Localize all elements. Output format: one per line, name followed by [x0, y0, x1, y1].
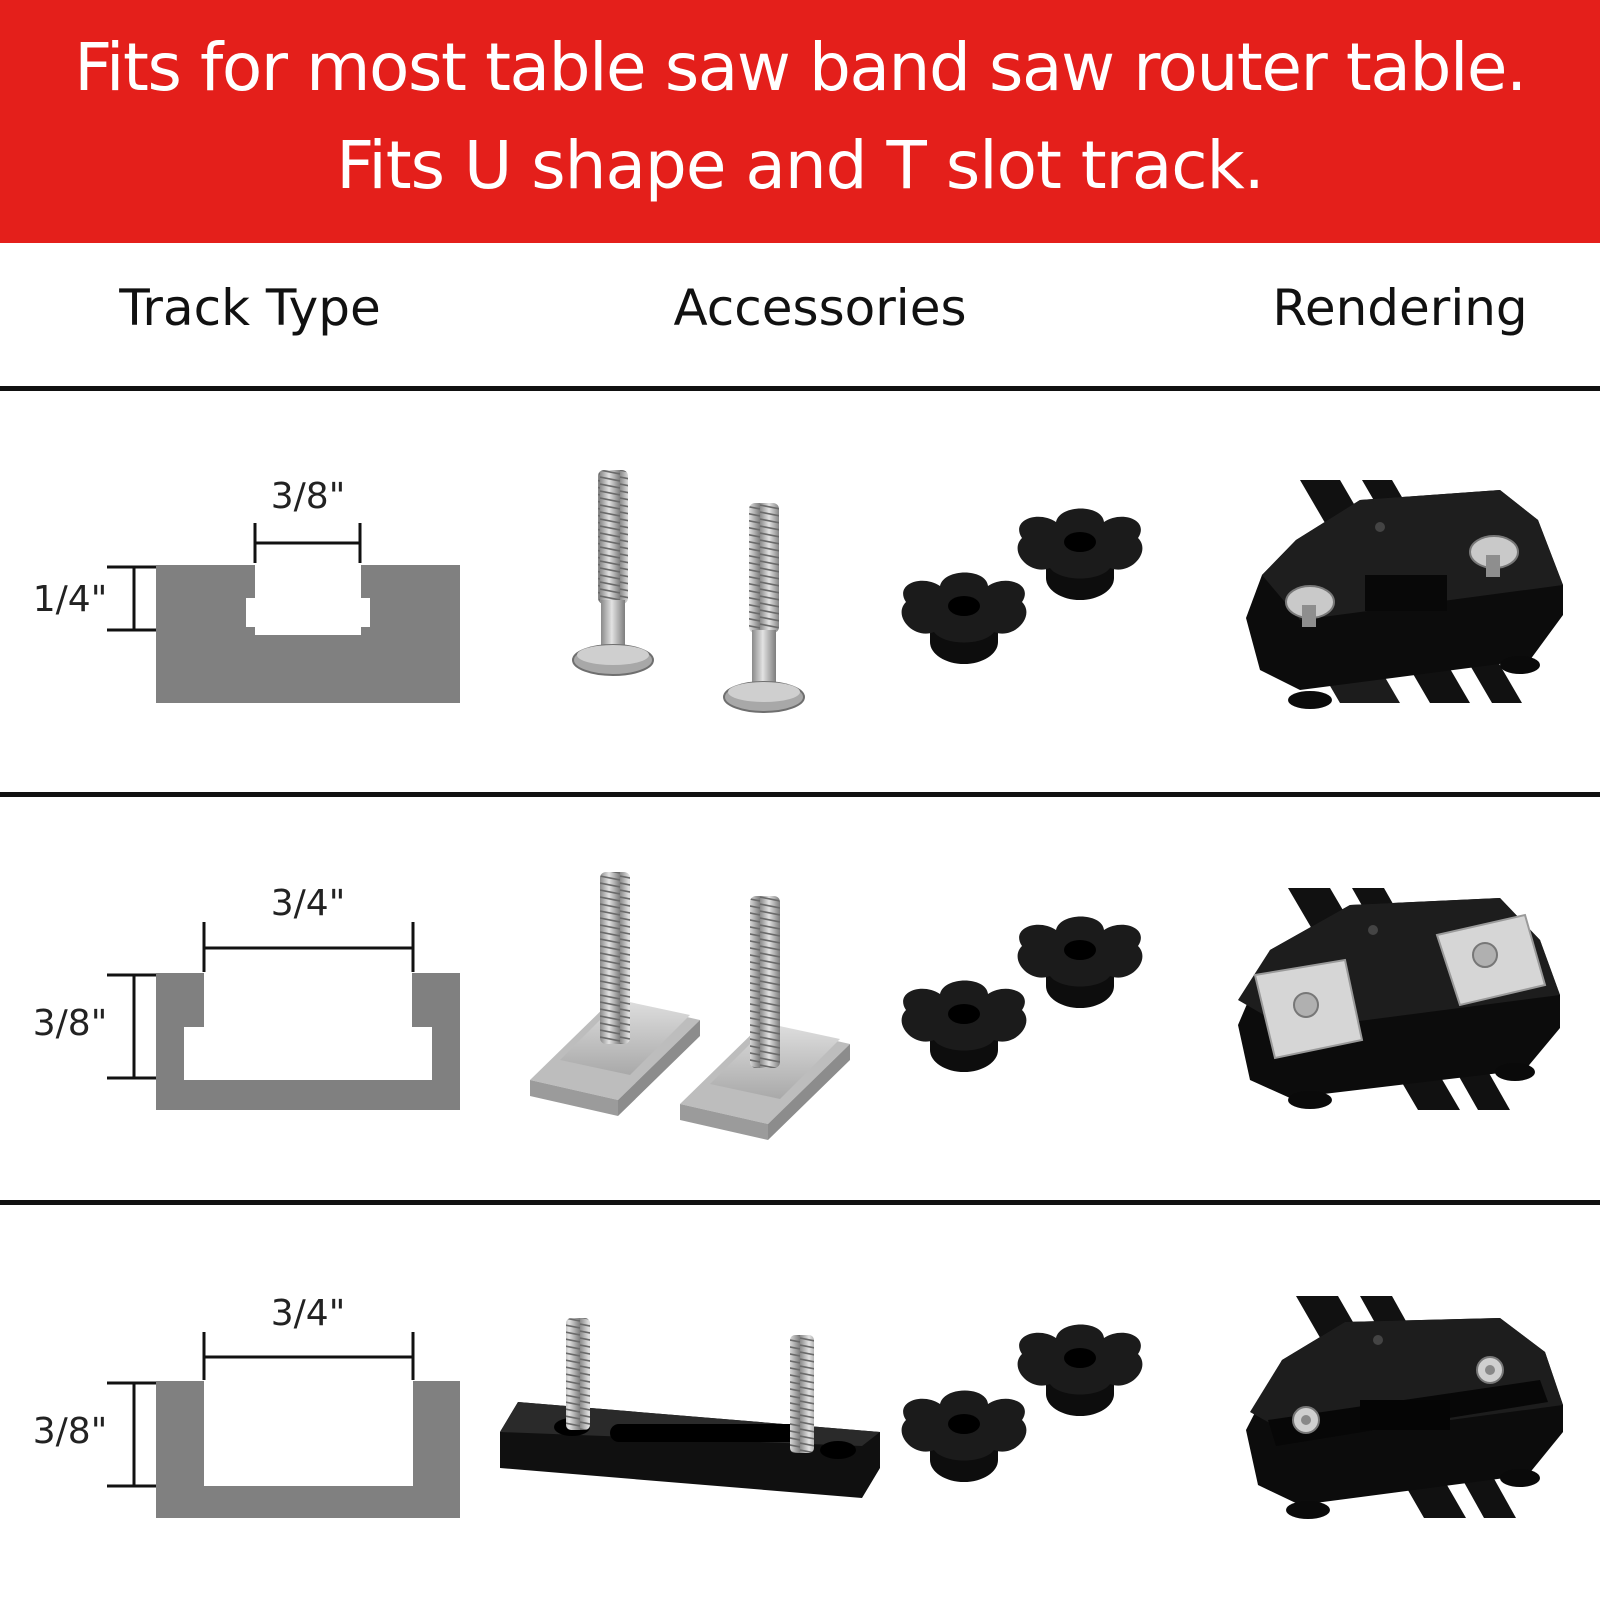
star-knob-icon [1017, 1324, 1143, 1416]
banner-headline: Fits for most table saw band saw router … [74, 29, 1527, 106]
dimension-width-label: 3/4" [271, 1293, 346, 1334]
bar-t-nut-bolts-icon [500, 1318, 880, 1498]
t-bolt-icon [572, 470, 654, 676]
dimension-depth-label: 3/8" [33, 1411, 108, 1452]
star-knob-icon [901, 1390, 1027, 1482]
rendering-u-channel-assembly [1238, 888, 1560, 1110]
t-bolt-icon [723, 503, 805, 713]
star-knob-icon [901, 980, 1027, 1072]
dimension-depth-label: 3/8" [33, 1003, 108, 1044]
column-header-accessories: Accessories [673, 279, 967, 337]
track-profile-t-slot [107, 523, 460, 703]
star-knob-icon [901, 572, 1027, 664]
square-t-nut-bolt-icon [530, 872, 700, 1116]
track-profile-u-channel [107, 922, 460, 1110]
star-knob-icon [1017, 916, 1143, 1008]
dimension-depth-label: 1/4" [33, 579, 108, 620]
banner-subheadline: Fits U shape and T slot track. [336, 127, 1265, 204]
column-header-rendering: Rendering [1272, 279, 1528, 337]
rendering-t-slot-assembly [1246, 480, 1563, 709]
column-header-track-type: Track Type [119, 279, 381, 337]
square-t-nut-bolt-icon [680, 896, 850, 1140]
dimension-width-label: 3/4" [271, 883, 346, 924]
header-divider [0, 386, 1600, 391]
dimension-width-label: 3/8" [271, 476, 346, 517]
row-divider-1 [0, 792, 1600, 797]
top-banner: Fits for most table saw band saw router … [0, 0, 1600, 243]
rendering-bar-nut-assembly [1246, 1296, 1563, 1519]
row-divider-2 [0, 1200, 1600, 1205]
star-knob-icon [1017, 508, 1143, 600]
track-profile-u-channel-plain [107, 1332, 460, 1518]
